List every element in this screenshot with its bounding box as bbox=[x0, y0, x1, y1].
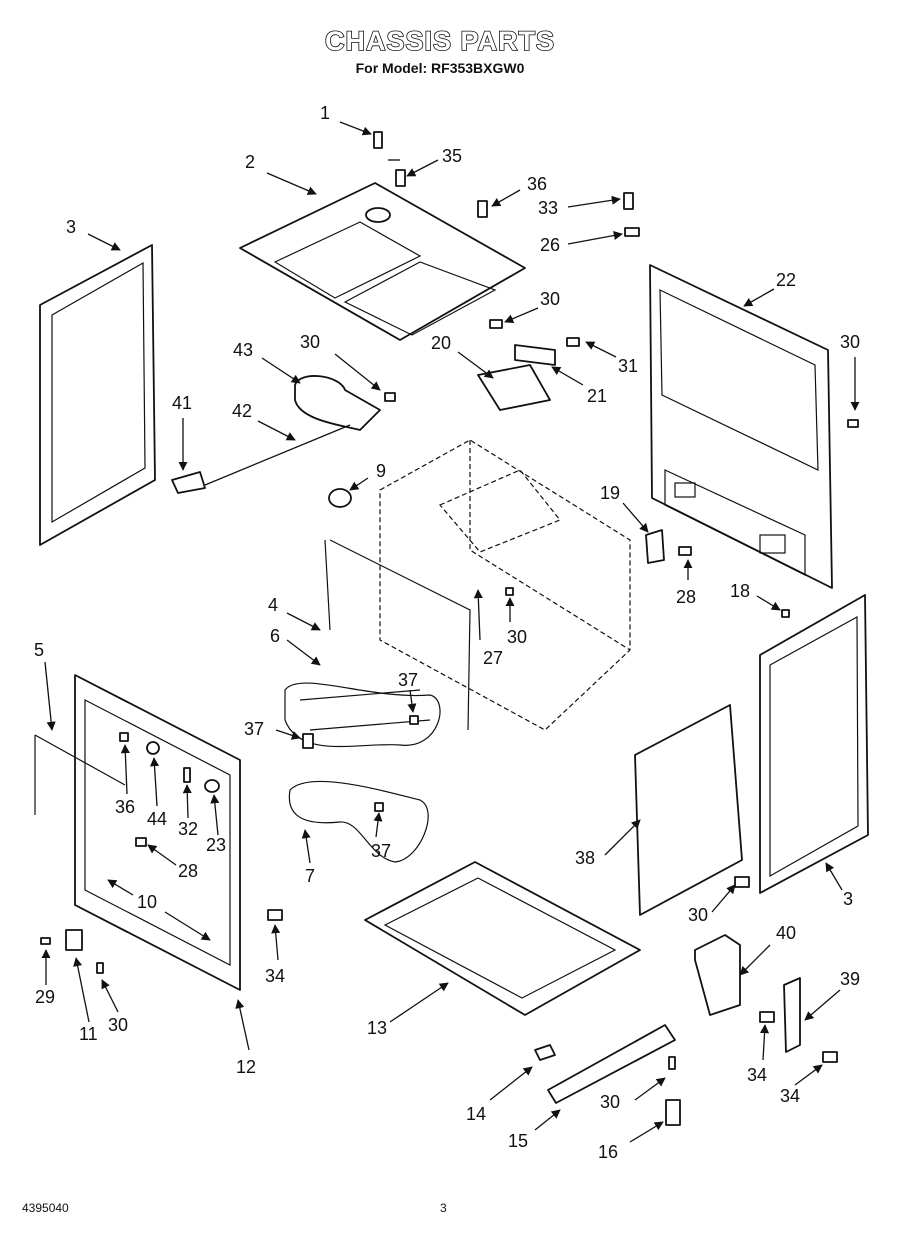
right-side-panel bbox=[759, 594, 869, 894]
manifold-bracket bbox=[477, 364, 551, 411]
callout-30-valve: 30 bbox=[300, 332, 320, 352]
callout-37-right: 37 bbox=[398, 670, 418, 690]
callout-labels: 1 2 3 3 4 5 6 7 9 10 11 12 13 14 15 16 1… bbox=[34, 103, 860, 1162]
callout-34-bracket: 34 bbox=[747, 1065, 767, 1085]
broil-element bbox=[288, 780, 429, 863]
callout-38: 38 bbox=[575, 848, 595, 868]
callout-26: 26 bbox=[540, 235, 560, 255]
leader-lines bbox=[41, 121, 860, 1143]
callout-32: 32 bbox=[178, 819, 198, 839]
drawer-clip bbox=[534, 1044, 556, 1061]
strap bbox=[783, 977, 801, 1053]
callout-3-right: 3 bbox=[843, 889, 853, 909]
callout-36-front: 36 bbox=[115, 797, 135, 817]
back-panel bbox=[649, 264, 833, 589]
callout-16: 16 bbox=[598, 1142, 618, 1162]
callout-7: 7 bbox=[305, 866, 315, 886]
drawer-rail bbox=[547, 1024, 676, 1104]
callout-31: 31 bbox=[618, 356, 638, 376]
callout-43: 43 bbox=[233, 340, 253, 360]
callout-30-frame: 30 bbox=[108, 1015, 128, 1035]
knob-part bbox=[328, 488, 352, 508]
page-number: 3 bbox=[440, 1201, 447, 1215]
callout-30-insulation: 30 bbox=[688, 905, 708, 925]
terminal-block bbox=[514, 344, 556, 366]
callout-41: 41 bbox=[172, 393, 192, 413]
page-title: CHASSIS PARTS bbox=[324, 25, 556, 57]
callout-3-left: 3 bbox=[66, 217, 76, 237]
callout-42: 42 bbox=[232, 401, 252, 421]
callout-36-top: 36 bbox=[527, 174, 547, 194]
callout-44: 44 bbox=[147, 809, 167, 829]
callout-39: 39 bbox=[840, 969, 860, 989]
insulation-panel bbox=[634, 704, 743, 916]
valve-assembly bbox=[294, 375, 381, 431]
callout-27: 27 bbox=[483, 648, 503, 668]
callout-34-frame: 34 bbox=[265, 966, 285, 986]
callout-10: 10 bbox=[137, 892, 157, 912]
callout-11: 11 bbox=[79, 1024, 98, 1044]
callout-5: 5 bbox=[34, 640, 44, 660]
callout-29: 29 bbox=[35, 987, 55, 1007]
callout-22: 22 bbox=[776, 270, 796, 290]
callout-20: 20 bbox=[431, 333, 451, 353]
cooktop-part bbox=[239, 182, 526, 341]
callout-1: 1 bbox=[320, 103, 330, 123]
screw-parts bbox=[40, 131, 859, 1070]
callout-33: 33 bbox=[538, 198, 558, 218]
leveling-leg-front bbox=[65, 929, 83, 951]
callout-30-cavity: 30 bbox=[507, 627, 527, 647]
callout-21: 21 bbox=[587, 386, 607, 406]
model-subtitle: For Model: RF353BXGW0 bbox=[355, 60, 525, 76]
drawer-pan bbox=[364, 861, 641, 1016]
callout-34-strap: 34 bbox=[780, 1086, 800, 1106]
callout-15: 15 bbox=[508, 1131, 528, 1151]
document-number: 4395040 bbox=[22, 1201, 69, 1215]
callout-2: 2 bbox=[245, 152, 255, 172]
anti-tip-bracket bbox=[694, 934, 741, 1016]
callout-23: 23 bbox=[206, 835, 226, 855]
callout-28-right: 28 bbox=[676, 587, 696, 607]
oven-cavity bbox=[379, 439, 631, 731]
callout-13: 13 bbox=[367, 1018, 387, 1038]
callout-19: 19 bbox=[600, 483, 620, 503]
callout-40: 40 bbox=[776, 923, 796, 943]
callout-9: 9 bbox=[376, 461, 386, 481]
callout-4: 4 bbox=[268, 595, 278, 615]
callout-30-rail: 30 bbox=[600, 1092, 620, 1112]
door-hinge-left bbox=[171, 471, 206, 494]
callout-14: 14 bbox=[466, 1104, 486, 1124]
callout-18: 18 bbox=[730, 581, 750, 601]
hinge-receptacle bbox=[645, 529, 665, 564]
callout-35: 35 bbox=[442, 146, 462, 166]
callout-37-left: 37 bbox=[244, 719, 264, 739]
callout-6: 6 bbox=[270, 626, 280, 646]
left-side-panel bbox=[39, 244, 156, 546]
callout-30-back: 30 bbox=[840, 332, 860, 352]
door-gasket bbox=[34, 734, 126, 815]
leveling-leg bbox=[665, 1099, 681, 1126]
callout-30-top: 30 bbox=[540, 289, 560, 309]
callout-28-front: 28 bbox=[178, 861, 198, 881]
callout-37-broil: 37 bbox=[371, 841, 391, 861]
callout-12: 12 bbox=[236, 1057, 256, 1077]
oven-gasket bbox=[324, 539, 471, 731]
front-frame bbox=[74, 674, 241, 991]
